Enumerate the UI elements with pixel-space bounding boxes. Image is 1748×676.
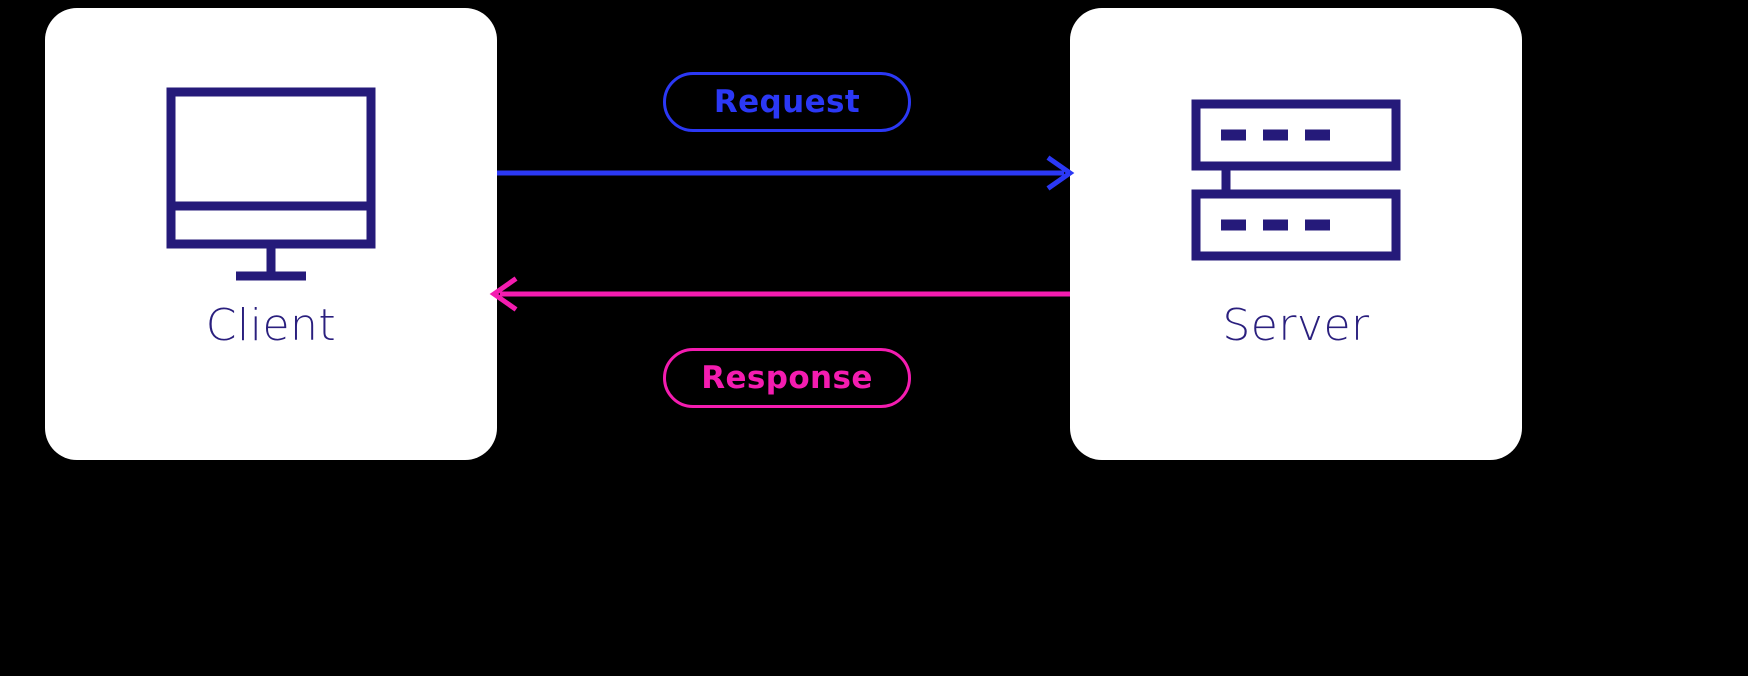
request-label-text: Request xyxy=(713,84,861,120)
response-label-badge[interactable]: Response xyxy=(663,348,911,408)
request-arrow xyxy=(497,155,1075,191)
response-label-text: Response xyxy=(701,360,873,396)
server-node-label: Server xyxy=(1222,300,1370,351)
monitor-icon xyxy=(166,86,376,286)
server-node-card[interactable]: Server xyxy=(1070,8,1522,460)
server-rack-icon xyxy=(1191,86,1401,286)
client-node-card[interactable]: Client xyxy=(45,8,497,460)
response-arrow xyxy=(489,276,1070,312)
request-label-badge[interactable]: Request xyxy=(663,72,911,132)
client-node-label: Client xyxy=(205,300,337,351)
